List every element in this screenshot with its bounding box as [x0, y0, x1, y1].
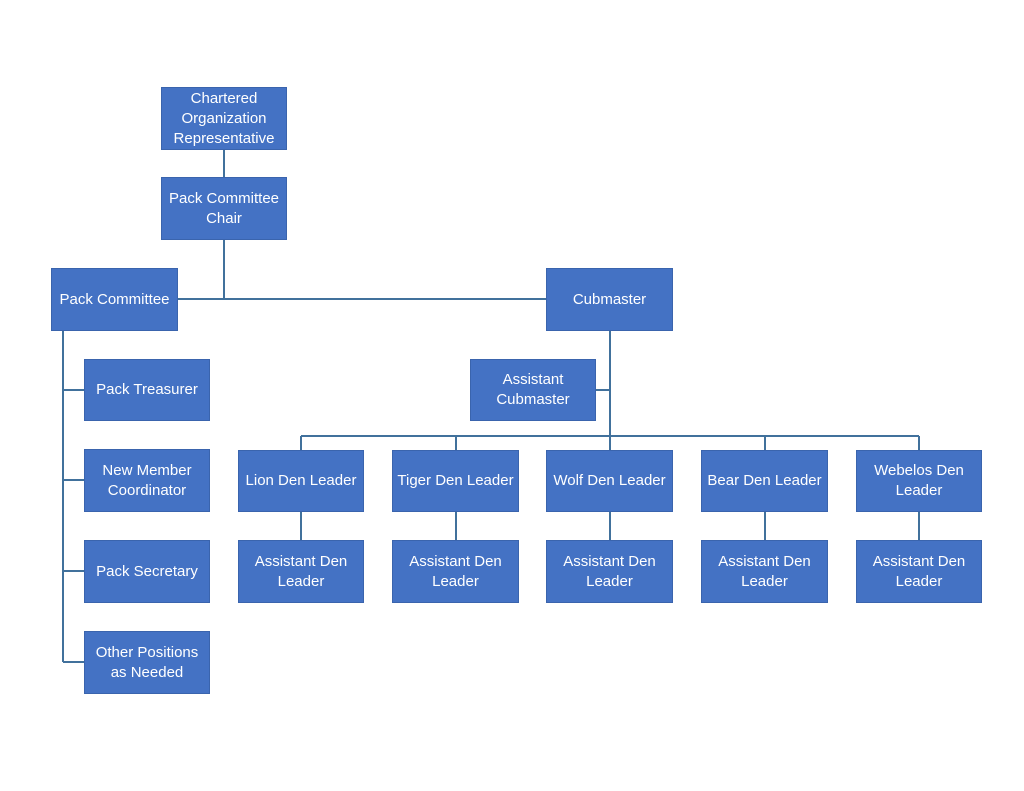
node-bear-den-leader: Bear Den Leader — [701, 450, 828, 512]
node-assistant-den-leader-wolf: Assistant Den Leader — [546, 540, 673, 603]
node-assistant-cubmaster: Assistant Cubmaster — [470, 359, 596, 421]
node-assistant-den-leader-webelos: Assistant Den Leader — [856, 540, 982, 603]
node-lion-den-leader: Lion Den Leader — [238, 450, 364, 512]
node-pack-committee-chair: Pack Committee Chair — [161, 177, 287, 240]
node-pack-secretary: Pack Secretary — [84, 540, 210, 603]
node-other-positions: Other Positions as Needed — [84, 631, 210, 694]
node-wolf-den-leader: Wolf Den Leader — [546, 450, 673, 512]
node-tiger-den-leader: Tiger Den Leader — [392, 450, 519, 512]
node-assistant-den-leader-tiger: Assistant Den Leader — [392, 540, 519, 603]
node-assistant-den-leader-lion: Assistant Den Leader — [238, 540, 364, 603]
node-new-member-coordinator: New Member Coordinator — [84, 449, 210, 512]
node-assistant-den-leader-bear: Assistant Den Leader — [701, 540, 828, 603]
node-pack-treasurer: Pack Treasurer — [84, 359, 210, 421]
node-pack-committee: Pack Committee — [51, 268, 178, 331]
node-cubmaster: Cubmaster — [546, 268, 673, 331]
node-webelos-den-leader: Webelos Den Leader — [856, 450, 982, 512]
node-chartered-organization-representative: Chartered Organization Representative — [161, 87, 287, 150]
